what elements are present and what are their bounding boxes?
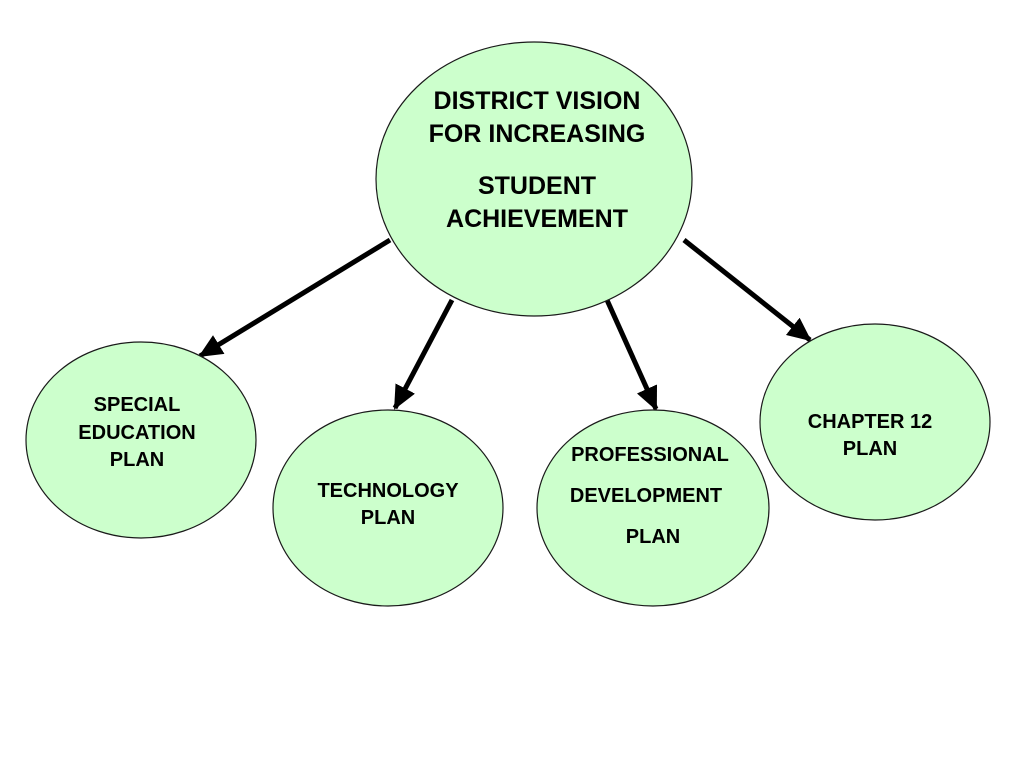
node-chapter-12: CHAPTER 12 PLAN	[759, 323, 991, 521]
special-education-ellipse	[25, 341, 257, 539]
technology-ellipse	[272, 409, 504, 607]
technology-line-1: TECHNOLOGY	[317, 480, 459, 502]
node-special-education: SPECIAL EDUCATION PLAN	[25, 341, 257, 539]
professional-development-line-2: DEVELOPMENT	[570, 485, 722, 507]
node-professional-development: PROFESSIONAL DEVELOPMENT PLAN	[536, 409, 770, 607]
central-node: DISTRICT VISION FOR INCREASING STUDENT A…	[375, 41, 693, 317]
central-ellipse	[375, 41, 693, 317]
arrow-to-chapter-12	[682, 238, 812, 342]
special-education-line-2: EDUCATION	[78, 422, 195, 444]
arrows	[198, 237, 812, 411]
chapter-12-line-2: PLAN	[843, 438, 897, 460]
technology-line-2: PLAN	[361, 507, 415, 529]
arrow-to-special-education	[198, 237, 392, 359]
central-line-4: ACHIEVEMENT	[446, 205, 628, 233]
central-line-1: DISTRICT VISION	[434, 87, 641, 115]
arrow-to-professional-development	[604, 298, 659, 411]
professional-development-ellipse	[536, 409, 770, 607]
node-technology: TECHNOLOGY PLAN	[272, 409, 504, 607]
special-education-line-3: PLAN	[110, 449, 164, 471]
chapter-12-line-1: CHAPTER 12	[808, 411, 932, 433]
central-line-3: STUDENT	[478, 172, 596, 200]
special-education-line-1: SPECIAL	[94, 394, 181, 416]
professional-development-line-3: PLAN	[626, 526, 680, 548]
professional-development-line-1: PROFESSIONAL	[571, 444, 729, 466]
arrow-to-technology	[392, 298, 455, 410]
chapter-12-ellipse	[759, 323, 991, 521]
central-line-2: FOR INCREASING	[429, 120, 646, 148]
